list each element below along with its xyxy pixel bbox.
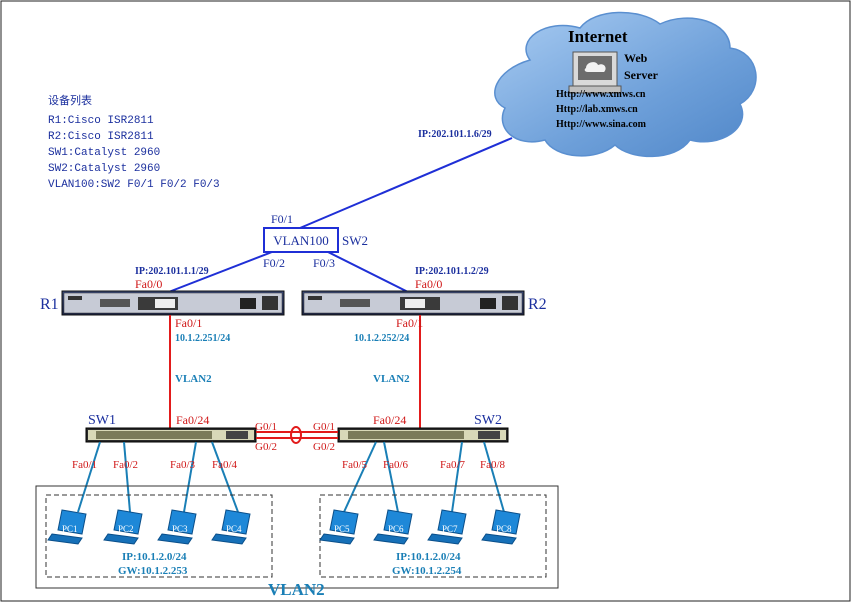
link-pc1 (77, 441, 101, 513)
switch-sw2-name: SW2 (474, 413, 502, 428)
legend-line: SW2:Catalyst 2960 (48, 163, 160, 175)
pc1-icon (47, 509, 87, 545)
r1-wan-port: Fa0/0 (135, 277, 162, 291)
core-port-right: F0/3 (313, 256, 335, 270)
legend-line: R1:Cisco ISR2811 (48, 115, 154, 127)
r1-lan-ip: 10.1.2.251/24 (175, 333, 230, 344)
link-pc8 (483, 441, 505, 513)
link-pc2 (123, 441, 131, 513)
pc3-icon (157, 509, 197, 545)
pc-port-label: Fa0/1 (72, 459, 97, 471)
link-internet-sw2 (299, 137, 513, 229)
pc4-icon (211, 509, 251, 545)
vlan2-container (35, 485, 559, 589)
sw2-uplink-port: Fa0/24 (373, 413, 406, 427)
pc-label: PC5 (334, 524, 350, 534)
pc7-icon (427, 509, 467, 545)
pc8-icon (481, 509, 521, 545)
pc-port-label: Fa0/6 (383, 459, 409, 471)
switch-sw2-icon (337, 427, 509, 443)
left-pc-group (45, 494, 273, 578)
pc-port-label: Fa0/2 (113, 459, 138, 471)
link-pc7 (451, 441, 463, 513)
router-r1-icon (61, 290, 285, 316)
pc-port-label: Fa0/4 (212, 459, 238, 471)
pc-label: PC4 (226, 524, 242, 534)
switch-sw1-name: SW1 (88, 413, 116, 428)
pc-label: PC7 (442, 524, 458, 534)
pc-port-label: Fa0/8 (480, 459, 506, 471)
pc-label: PC3 (172, 524, 188, 534)
pc2-icon (103, 509, 143, 545)
url-3: Http://www.sina.com (556, 119, 647, 130)
link-pc6 (383, 441, 399, 513)
lan-uplinks (169, 315, 421, 428)
left-group-ip: IP:10.1.2.0/24 (122, 551, 187, 563)
legend-line: VLAN100:SW2 F0/1 F0/2 F0/3 (48, 179, 220, 191)
pc5-icon (319, 509, 359, 545)
legend-line: R2:Cisco ISR2811 (48, 131, 154, 143)
r2-lan-port: Fa0/1 (396, 316, 423, 330)
server-label-web: Web (624, 51, 648, 65)
router-r2-name: R2 (528, 296, 547, 313)
sw1-g01: G0/1 (255, 421, 277, 433)
sw1-uplink-port: Fa0/24 (176, 413, 209, 427)
pc-port-label: Fa0/5 (342, 459, 368, 471)
right-group-gw: GW:10.1.2.254 (392, 565, 462, 577)
r1-lan-port: Fa0/1 (175, 316, 202, 330)
sw2-g02: G0/2 (313, 441, 335, 453)
sw2-g01: G0/1 (313, 421, 335, 433)
url-2: Http://lab.xmws.cn (556, 104, 638, 115)
etherchannel-link (256, 426, 338, 444)
right-pc-group (319, 494, 547, 578)
legend-line: SW1:Catalyst 2960 (48, 147, 160, 159)
left-group-gw: GW:10.1.2.253 (118, 565, 188, 577)
router-r1-name: R1 (40, 296, 59, 313)
r1-vlan: VLAN2 (175, 373, 212, 385)
core-switch-name: SW2 (342, 233, 368, 248)
r2-vlan: VLAN2 (373, 373, 410, 385)
sw1-g02: G0/2 (255, 441, 277, 453)
pc-label: PC8 (496, 524, 512, 534)
r2-wan-port: Fa0/0 (415, 277, 442, 291)
internet-cloud (494, 11, 757, 158)
r2-lan-ip: 10.1.2.252/24 (354, 333, 409, 344)
switch-sw1-icon (85, 427, 257, 443)
link-pc4 (211, 441, 239, 513)
legend-title: 设备列表 (48, 93, 92, 107)
internet-uplink-ip: IP:202.101.1.6/29 (418, 129, 492, 140)
pc-label: PC1 (62, 524, 78, 534)
url-1: Http://www.xmws.cn (556, 89, 646, 100)
server-label-server: Server (624, 68, 659, 82)
r2-wan-ip: IP:202.101.1.2/29 (415, 266, 489, 277)
pc-port-label: Fa0/3 (170, 459, 196, 471)
right-group-ip: IP:10.1.2.0/24 (396, 551, 461, 563)
pc6-icon (373, 509, 413, 545)
pc-links (77, 441, 505, 513)
pc-port-label: Fa0/7 (440, 459, 466, 471)
web-server-icon (568, 51, 622, 94)
link-pc5 (343, 441, 377, 513)
core-port-left: F0/2 (263, 256, 285, 270)
vlan2-title: VLAN2 (268, 580, 325, 599)
pc-label: PC2 (118, 524, 134, 534)
core-port-up: F0/1 (271, 212, 293, 226)
link-pc3 (183, 441, 197, 513)
pc-label: PC6 (388, 524, 404, 534)
vlan100-switch-box (263, 227, 339, 253)
internet-title: Internet (568, 27, 628, 46)
vlan100-label: VLAN100 (273, 233, 329, 248)
r1-wan-ip: IP:202.101.1.1/29 (135, 266, 209, 277)
router-r2-icon (301, 290, 525, 316)
link-sw2-r2 (327, 251, 421, 299)
